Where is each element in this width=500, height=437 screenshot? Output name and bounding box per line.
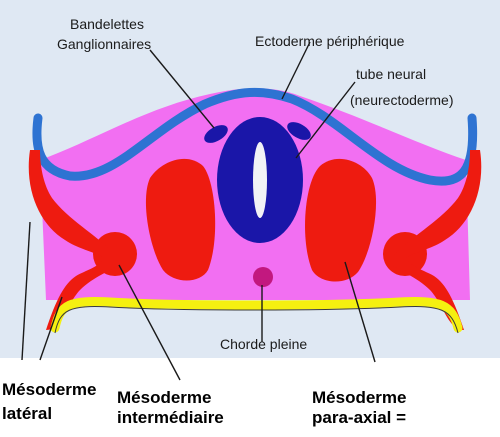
label-mesoderme-lateral-line1: Mésoderme (2, 380, 97, 399)
label-mesoderme-lateral-line2: latéral (2, 404, 53, 423)
label-mesoderme-paraxial-line1: Mésoderme (312, 388, 407, 407)
label-bandelettes-line1: Bandelettes (70, 16, 144, 32)
label-ectoderme: Ectoderme périphérique (255, 33, 405, 49)
bandelette-ganglionnaire-droite (287, 122, 311, 140)
leader-lines (21, 41, 376, 381)
mesoderme-paraxial-droite (305, 158, 377, 282)
label-chorde: Chorde pleine (220, 336, 308, 352)
canal-ependymaire (253, 142, 267, 218)
label-bandelettes-line2: Ganglionnaires (57, 36, 152, 52)
leader-tube-neural (295, 81, 356, 159)
leader-mesoderme-paraxial (344, 261, 376, 363)
mesoderme-lateral-droite (388, 150, 482, 330)
leader-ectoderme (281, 41, 311, 100)
label-tube-neural-line2: (neurectoderme) (350, 92, 454, 108)
leader-mesoderme-intermediaire (118, 264, 181, 381)
bandelette-ganglionnaire-gauche (204, 125, 228, 143)
label-mesoderme-intermediaire-line1: Mésoderme (117, 388, 212, 407)
mesoderme-lateral-gauche (28, 150, 122, 330)
leader-mesoderme-lateral-1 (21, 221, 31, 361)
endoderme (50, 297, 463, 333)
label-mesoderme-paraxial-line2: para-axial = (312, 408, 407, 427)
leader-mesoderme-lateral-2 (39, 296, 63, 361)
leader-bandelettes (149, 49, 215, 129)
ectoderme-peripherique (32, 87, 478, 186)
label-mesoderme-intermediaire-line2: intermédiaire (117, 408, 224, 427)
label-tube-neural-line1: tube neural (356, 66, 427, 82)
endoderme-contour (54, 306, 459, 334)
mesoderme-paraxial-gauche (145, 158, 216, 281)
chorde-pleine (253, 267, 273, 287)
